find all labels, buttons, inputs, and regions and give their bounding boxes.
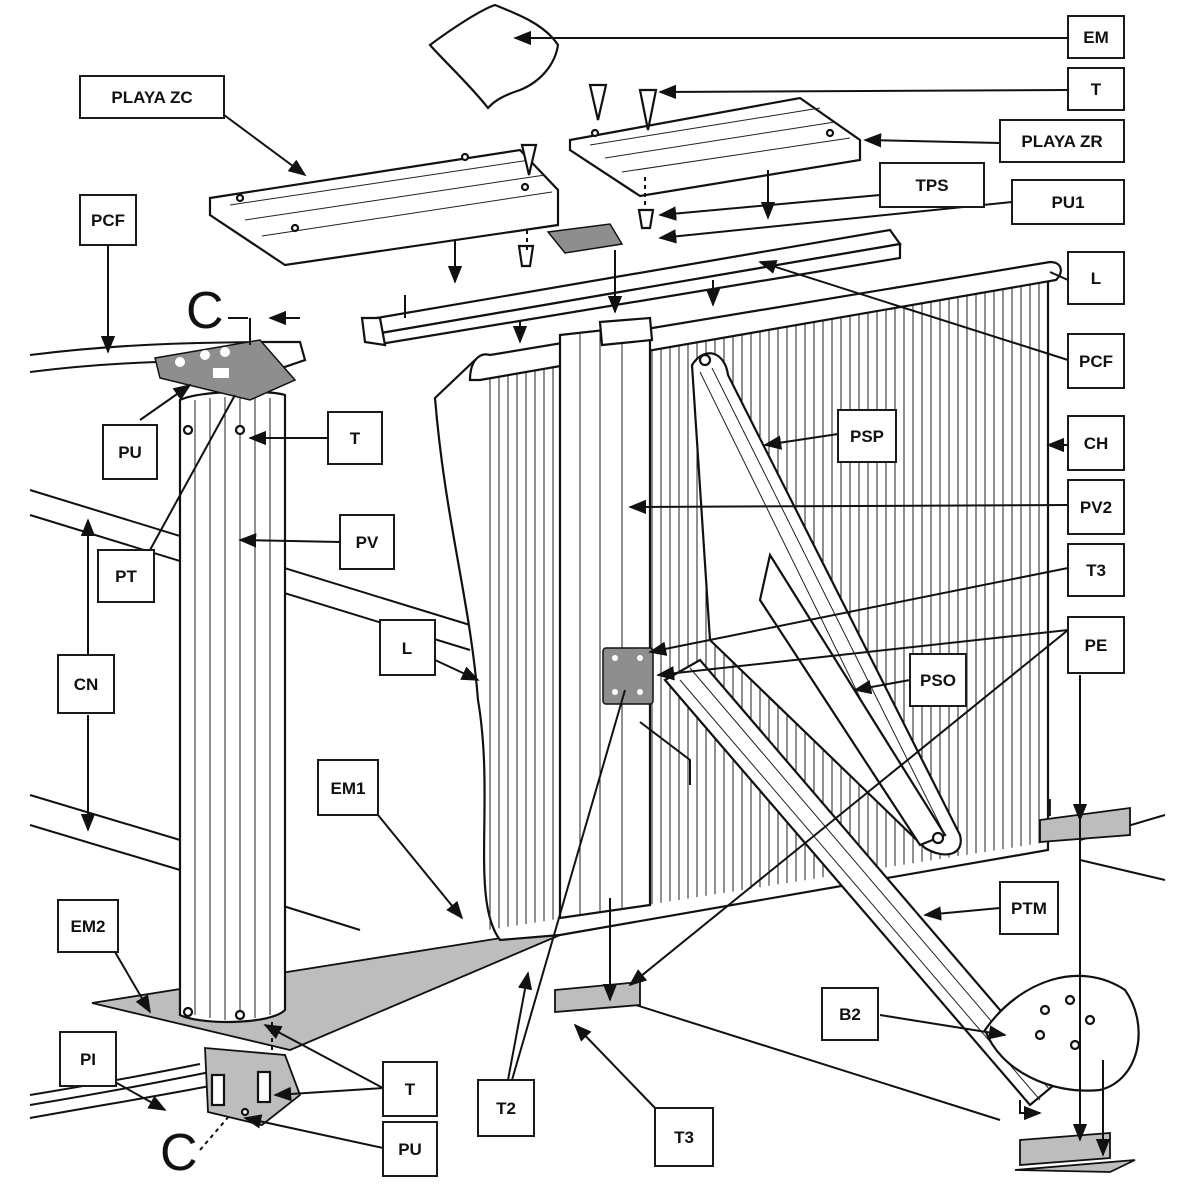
svg-text:EM1: EM1 — [331, 779, 366, 798]
label-pso: PSO — [909, 653, 967, 707]
end-cap-em — [428, 3, 560, 110]
upright-pv — [178, 390, 287, 1024]
screws-and-plugs — [517, 83, 658, 268]
label-l-right: L — [1067, 251, 1125, 305]
svg-text:T3: T3 — [674, 1128, 694, 1147]
label-pu-top: PU — [102, 424, 158, 480]
svg-text:PI: PI — [80, 1050, 96, 1069]
label-t-post: T — [327, 411, 383, 465]
connection-mark-c-bottom: C — [160, 1124, 198, 1182]
leader-lines — [80, 30, 1111, 1157]
label-pcf-right: PCF — [1067, 333, 1125, 389]
svg-text:PSO: PSO — [920, 671, 956, 690]
svg-text:PSP: PSP — [850, 427, 884, 446]
svg-text:PU: PU — [398, 1140, 422, 1159]
svg-text:T2: T2 — [496, 1099, 516, 1118]
connection-mark-c-top: C — [186, 282, 224, 340]
label-em1: EM1 — [317, 759, 379, 816]
label-pu1: PU1 — [1011, 179, 1125, 225]
svg-text:PTM: PTM — [1011, 899, 1047, 918]
label-t2: T2 — [477, 1079, 535, 1137]
label-t3-lower: T3 — [654, 1107, 714, 1167]
svg-text:B2: B2 — [839, 1005, 861, 1024]
label-b2: B2 — [821, 987, 879, 1041]
svg-text:PV2: PV2 — [1080, 498, 1112, 517]
svg-text:PE: PE — [1085, 636, 1108, 655]
svg-text:T3: T3 — [1086, 561, 1106, 580]
label-pv2: PV2 — [1067, 479, 1125, 535]
label-em: EM — [1067, 15, 1125, 59]
playa-zr — [568, 96, 862, 198]
svg-text:PU: PU — [118, 443, 142, 462]
svg-text:PV: PV — [356, 533, 379, 552]
label-playa-zr: PLAYA ZR — [999, 119, 1125, 163]
label-em2: EM2 — [57, 899, 119, 953]
svg-text:PLAYA ZR: PLAYA ZR — [1021, 132, 1102, 151]
label-pcf-left: PCF — [79, 194, 137, 246]
stair-support — [663, 352, 1140, 1107]
bracket-t3 — [602, 647, 654, 705]
bottom-profile-pi — [29, 1063, 221, 1119]
label-ch: CH — [1067, 415, 1125, 471]
svg-text:PU1: PU1 — [1051, 193, 1084, 212]
svg-text:PT: PT — [115, 567, 137, 586]
label-tps: TPS — [879, 162, 985, 208]
svg-text:PLAYA ZC: PLAYA ZC — [111, 88, 192, 107]
playa-zc — [208, 148, 560, 267]
svg-text:T: T — [1091, 80, 1102, 99]
svg-text:L: L — [1091, 269, 1101, 288]
svg-text:T: T — [350, 429, 361, 448]
svg-text:EM2: EM2 — [71, 917, 106, 936]
label-t-bottom: T — [382, 1061, 438, 1117]
svg-text:TPS: TPS — [915, 176, 948, 195]
label-pu-bottom: PU — [382, 1121, 438, 1177]
label-playa-zc: PLAYA ZC — [79, 75, 225, 119]
bottom-connectors — [554, 806, 1136, 1173]
label-l-left: L — [379, 619, 436, 676]
svg-text:CN: CN — [74, 675, 99, 694]
label-pe: PE — [1067, 616, 1125, 674]
svg-text:L: L — [402, 639, 412, 658]
svg-text:PCF: PCF — [91, 211, 125, 230]
label-psp: PSP — [837, 409, 897, 463]
label-cn: CN — [57, 654, 115, 714]
svg-text:PCF: PCF — [1079, 352, 1113, 371]
label-ptm: PTM — [999, 881, 1059, 935]
label-pi: PI — [59, 1031, 117, 1087]
label-t3-upper: T3 — [1067, 543, 1125, 597]
bottom-plate-pu — [204, 1047, 302, 1126]
label-pt: PT — [97, 549, 155, 603]
svg-text:T: T — [405, 1080, 416, 1099]
label-t-top: T — [1067, 67, 1125, 111]
upright-pv2 — [558, 316, 691, 920]
svg-text:CH: CH — [1084, 434, 1109, 453]
svg-text:EM: EM — [1083, 28, 1109, 47]
label-pv: PV — [339, 514, 395, 570]
